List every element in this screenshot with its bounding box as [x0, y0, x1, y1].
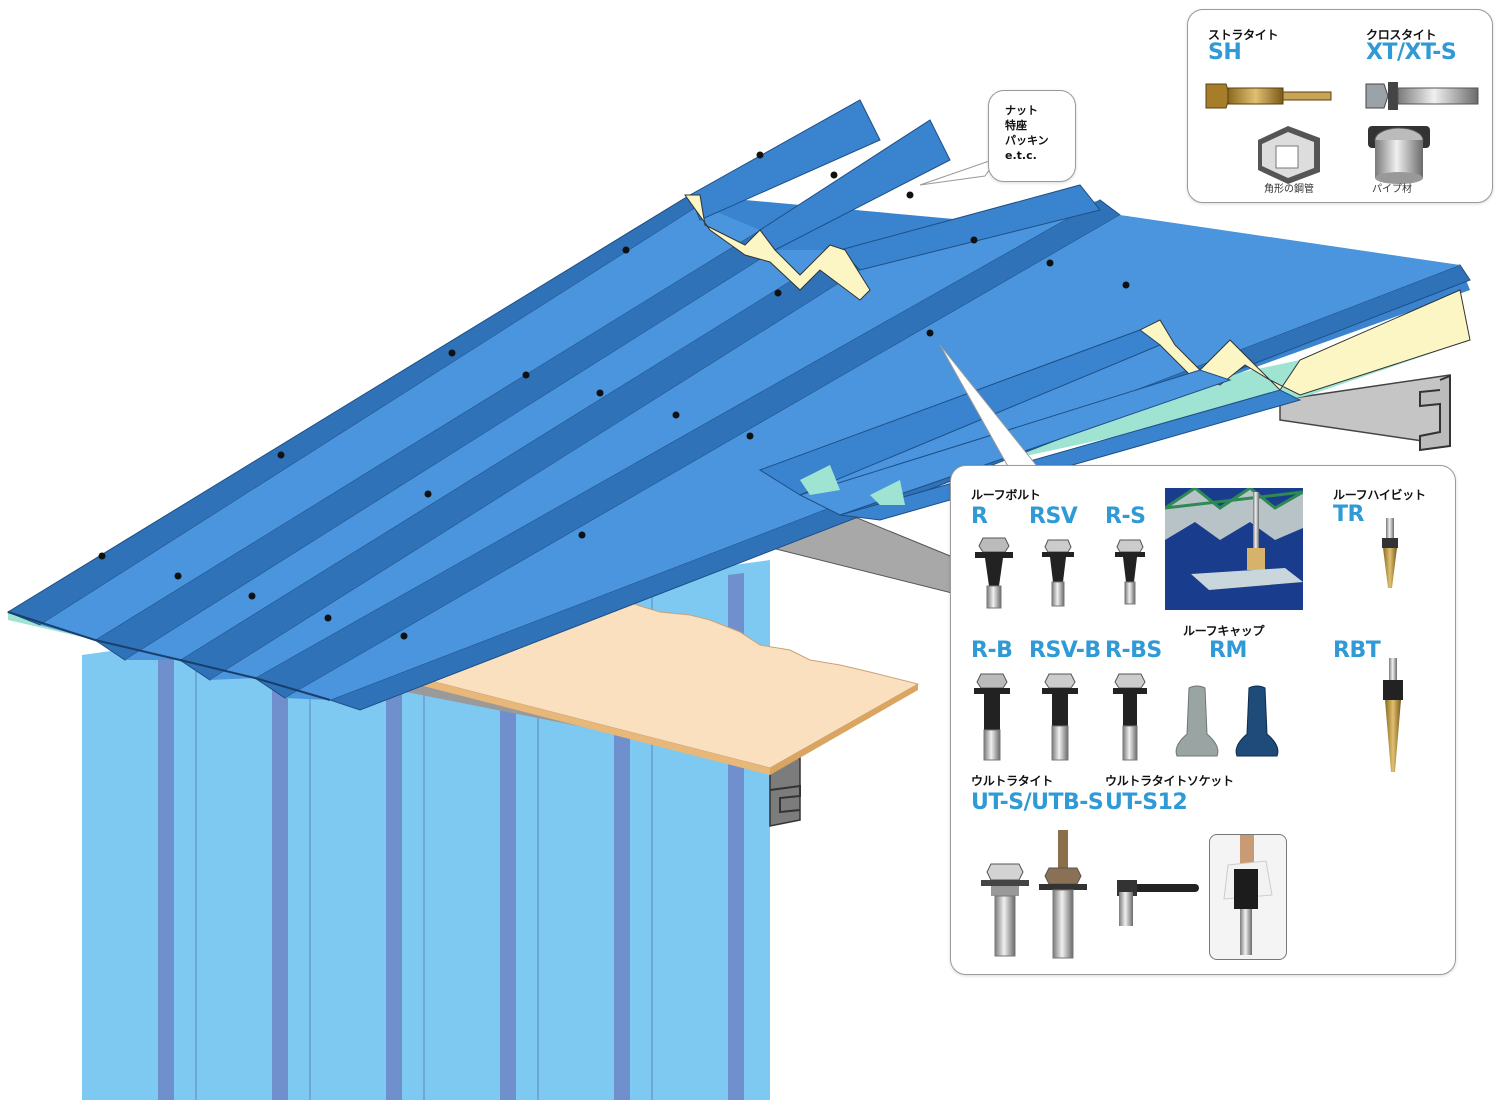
- socket-usage-photo: [1209, 834, 1287, 960]
- roof-bolt-products-panel: ルーフボルト R RSV R-S ルーフハイビット TR R-B RS: [950, 465, 1456, 975]
- tr-label: TR: [1333, 502, 1364, 527]
- rbt-label: RBT: [1333, 638, 1381, 663]
- anchor-products-panel: ストラタイト SH クロスタイト XT/XT-S 角形の鋼管 パイプ材: [1187, 9, 1493, 203]
- rm-label: RM: [1209, 638, 1247, 663]
- xt-code-label: XT/XT-S: [1366, 40, 1457, 65]
- ultra-tight-jp-label: ウルトラタイト: [971, 774, 1053, 788]
- uts-label: UT-S/UTB-S: [971, 790, 1104, 815]
- rsvb-bolt-image: [1042, 673, 1078, 761]
- rbs-bolt-image: [1113, 673, 1147, 761]
- corrugated-roof: [6, 99, 1471, 711]
- sh-jp-label: ストラタイト: [1208, 28, 1279, 42]
- parts-list: ナット 特座 パッキン e.t.c.: [1005, 103, 1049, 163]
- socket-tool-image: [1117, 880, 1199, 926]
- uts12-label: UT-S12: [1105, 790, 1188, 815]
- uts-bolt-image: [981, 863, 1029, 957]
- parts-line-etc: e.t.c.: [1005, 149, 1037, 162]
- rsv-label: RSV: [1029, 504, 1078, 529]
- r-label: R: [971, 504, 988, 529]
- rm-cap-gray-image: [1175, 685, 1219, 757]
- caption-square-pipe: 角形の鋼管: [1264, 184, 1314, 195]
- parts-line-nut: ナット: [1005, 104, 1038, 117]
- rb-bolt-image: [974, 673, 1010, 761]
- installation-diagram: [1165, 488, 1303, 610]
- rb-label: R-B: [971, 638, 1013, 663]
- r-bolt-image: [975, 537, 1013, 609]
- rbs-label: R-BS: [1105, 638, 1162, 663]
- roof-cap-jp-label: ルーフキャップ: [1183, 624, 1265, 638]
- sh-code-label: SH: [1208, 40, 1242, 65]
- rm-cap-navy-image: [1235, 685, 1279, 757]
- parts-line-seat: 特座: [1005, 119, 1027, 132]
- rs-label: R-S: [1105, 504, 1146, 529]
- ultra-socket-jp-label: ウルトラタイトソケット: [1105, 774, 1234, 788]
- caption-pipe: パイプ材: [1372, 184, 1412, 195]
- parts-callout: ナット 特座 パッキン e.t.c.: [988, 90, 1076, 182]
- tr-bit-image: [1382, 518, 1398, 588]
- utbs-bolt-image: [1039, 830, 1087, 959]
- rsvb-label: RSV-B: [1029, 638, 1101, 663]
- parts-line-packing: パッキン: [1005, 134, 1049, 147]
- square-steel-pipe-image: [1258, 126, 1320, 184]
- rbt-bit-image: [1383, 658, 1403, 772]
- xt-bolt-image: [1365, 82, 1479, 110]
- xt-jp-label: クロスタイト: [1366, 28, 1437, 42]
- round-pipe-image: [1368, 126, 1430, 184]
- roof-hibit-jp-label: ルーフハイビット: [1333, 488, 1426, 502]
- rsv-bolt-image: [1042, 539, 1074, 607]
- rs-bolt-image: [1115, 539, 1145, 605]
- roof-bolt-jp-label: ルーフボルト: [971, 488, 1041, 502]
- sh-bolt-image: [1205, 83, 1332, 109]
